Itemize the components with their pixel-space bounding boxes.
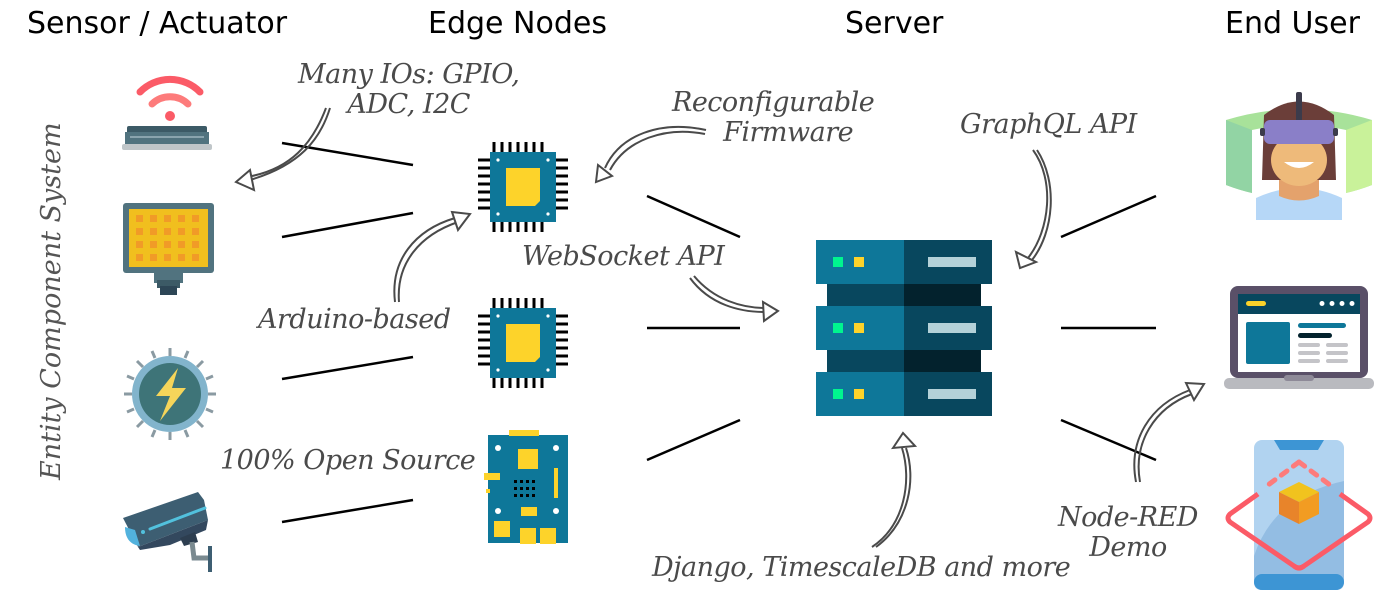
column-header-user: End User [1225, 6, 1360, 41]
annotation-graphql: GraphQL API [960, 109, 1137, 140]
arrow-reconfigurable [594, 126, 707, 184]
vr-user-icon [1226, 92, 1372, 220]
link-server-user3 [1060, 418, 1157, 462]
link-edge1-server [646, 194, 741, 239]
link-sensor4-edge3 [281, 498, 414, 524]
dev-board-icon [484, 430, 568, 544]
ar-phone-icon [1225, 440, 1373, 590]
arrow-websocket [689, 275, 780, 323]
column-header-edge: Edge Nodes [428, 6, 607, 41]
annotation-many-ios-line2: ADC, I2C [347, 88, 470, 120]
arrow-arduino [393, 210, 472, 303]
annotation-nodered-line2: Demo [1089, 531, 1167, 563]
annotation-many-ios: Many IOs: GPIO, ADC, I2C [298, 59, 520, 120]
link-sensor3-edge2 [281, 355, 414, 381]
annotation-reconfigurable-line2: Firmware [723, 116, 854, 148]
link-sensor2-edge1 [281, 211, 414, 239]
arrow-graphql [1014, 149, 1052, 270]
arrow-django [871, 431, 918, 548]
annotation-arduino: Arduino-based [258, 304, 451, 335]
led-panel-icon [123, 203, 214, 295]
annotation-django: Django, TimescaleDB and more [652, 552, 1071, 583]
annotation-reconfigurable-line1: Reconfigurable [672, 87, 875, 118]
microcontroller-icon-2 [478, 298, 568, 388]
annotation-open-source: 100% Open Source [220, 445, 476, 476]
laptop-icon [1224, 286, 1374, 389]
arrow-many-ios [234, 107, 331, 192]
annotation-many-ios-line1: Many IOs: GPIO, [298, 59, 520, 90]
column-header-sensor: Sensor / Actuator [27, 6, 288, 41]
wifi-sensor-icon [122, 75, 212, 150]
power-gear-icon [124, 348, 216, 440]
server-rack-icon [816, 240, 992, 416]
security-camera-icon [123, 492, 212, 572]
annotation-nodered-line1: Node-RED [1058, 502, 1198, 533]
annotation-websocket: WebSocket API [522, 241, 725, 272]
arrow-nodered [1133, 381, 1206, 483]
column-header-server: Server [845, 6, 944, 41]
link-server-user1 [1060, 194, 1157, 239]
microcontroller-icon-1 [478, 142, 568, 232]
annotation-reconfigurable: Reconfigurable Firmware [672, 87, 875, 148]
annotation-nodered: Node-RED Demo [1058, 503, 1198, 562]
link-edge3-server [646, 418, 741, 462]
